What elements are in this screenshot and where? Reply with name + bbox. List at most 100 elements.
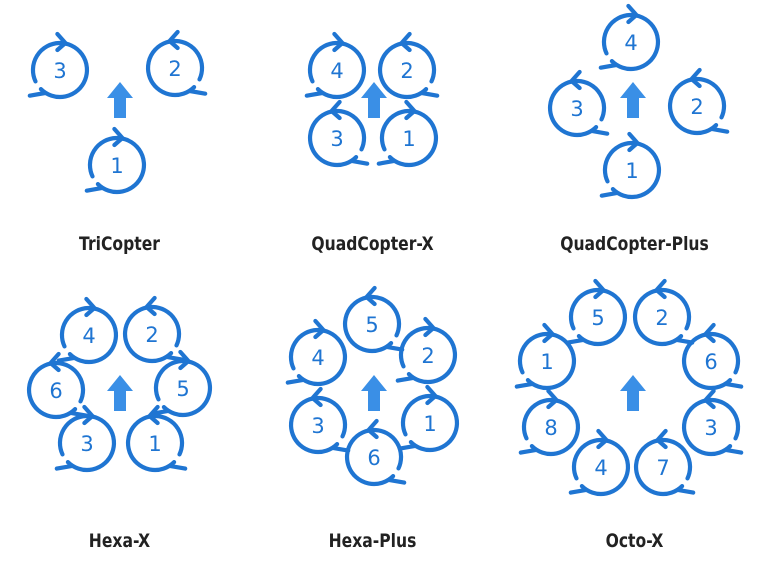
clockwise-arrowhead-icon	[626, 3, 639, 25]
rotor-ring	[288, 327, 348, 387]
clockwise-arrowhead-icon	[425, 384, 438, 406]
motor-octo-x-6: 6	[681, 322, 744, 391]
rotor-ring	[342, 294, 402, 354]
clockwise-arrowhead-icon	[332, 31, 345, 53]
motor-number-label: 2	[145, 323, 158, 347]
clockwise-tail	[565, 337, 586, 345]
counterclockwise-tail	[675, 487, 696, 495]
motor-quadcopter-x-2: 2	[377, 31, 440, 100]
forward-direction-arrow-quadcopter-x	[361, 82, 387, 118]
caption-hexa-plus: Hexa-Plus	[328, 530, 417, 552]
motor-number-label: 2	[655, 306, 668, 330]
clockwise-arrowhead-icon	[82, 404, 95, 426]
rotor-ring	[681, 331, 741, 391]
counterclockwise-tail	[723, 447, 744, 455]
rotor-ring	[288, 395, 348, 455]
caption-octo-x: Octo-X	[605, 530, 664, 552]
counterclockwise-tail	[167, 463, 188, 471]
counterclockwise-arrowhead-icon	[399, 31, 412, 53]
counterclockwise-arrowhead-icon	[569, 69, 582, 91]
motor-number-label: 5	[176, 377, 189, 401]
caption-quadcopter-plus: QuadCopter-Plus	[560, 233, 709, 255]
motor-hexa-plus-1: 1	[397, 384, 460, 453]
motor-octo-x-2: 2	[632, 278, 695, 347]
counterclockwise-arrowhead-icon	[366, 418, 379, 440]
counterclockwise-tail	[349, 158, 370, 166]
clockwise-arrowhead-icon	[84, 296, 97, 318]
motor-number-label: 2	[690, 95, 703, 119]
motor-number-label: 3	[570, 97, 583, 121]
counterclockwise-tail	[723, 381, 744, 389]
rotor-ring	[667, 76, 727, 136]
motor-quadcopter-x-1: 1	[376, 99, 439, 168]
motor-octo-x-5: 5	[565, 278, 628, 347]
motor-number-label: 6	[367, 446, 380, 470]
clockwise-arrowhead-icon	[404, 99, 417, 121]
motor-number-label: 4	[624, 31, 637, 55]
motor-hexa-x-3: 3	[54, 404, 117, 473]
motor-number-label: 2	[400, 59, 413, 83]
rotor-ring	[307, 40, 367, 100]
forward-direction-arrow-tricopter	[107, 82, 133, 118]
clockwise-arrowhead-icon	[542, 322, 555, 344]
rotor-ring	[59, 305, 119, 365]
forward-direction-arrow-hexa-plus	[361, 375, 387, 411]
motor-octo-x-4: 4	[568, 428, 631, 497]
counterclockwise-arrowhead-icon	[703, 322, 716, 344]
clockwise-arrowhead-icon	[423, 316, 436, 338]
forward-direction-arrow-hexa-x	[107, 375, 133, 411]
clockwise-arrowhead-icon	[55, 31, 68, 53]
caption-quadcopter-x: QuadCopter-X	[311, 233, 434, 255]
motor-hexa-plus-4: 4	[285, 318, 348, 387]
motor-quadcopter-plus-2: 2	[667, 67, 730, 136]
rotor-ring	[571, 437, 631, 497]
rotor-ring	[398, 325, 458, 385]
motor-hexa-plus-3: 3	[288, 386, 351, 455]
motor-hexa-x-5: 5	[150, 349, 213, 418]
motor-number-label: 5	[591, 306, 604, 330]
clockwise-arrowhead-icon	[313, 318, 326, 340]
caption-tricopter: TriCopter	[79, 233, 160, 255]
clockwise-arrowhead-icon	[627, 131, 640, 153]
rotor-ring	[125, 413, 185, 473]
motor-quadcopter-x-4: 4	[304, 31, 367, 100]
motor-octo-x-3: 3	[681, 388, 744, 457]
motor-number-label: 2	[421, 344, 434, 368]
rotor-ring	[568, 287, 628, 347]
rotor-ring	[30, 40, 90, 100]
motor-number-label: 7	[656, 456, 669, 480]
motor-quadcopter-x-3: 3	[307, 99, 370, 168]
motor-tricopter-1: 1	[84, 126, 147, 195]
motor-number-label: 2	[168, 57, 181, 81]
motor-number-label: 8	[544, 416, 557, 440]
counterclockwise-arrowhead-icon	[689, 67, 702, 89]
motor-number-label: 1	[423, 412, 436, 436]
clockwise-tail	[568, 487, 589, 495]
counterclockwise-tail	[187, 88, 208, 96]
motor-number-label: 1	[625, 159, 638, 183]
counterclockwise-arrowhead-icon	[310, 386, 323, 408]
clockwise-tail	[599, 190, 620, 198]
rotor-ring	[521, 397, 581, 457]
motor-hexa-x-4: 4	[56, 296, 119, 365]
rotor-ring	[344, 427, 404, 487]
counterclockwise-arrowhead-icon	[703, 388, 716, 410]
clockwise-tail	[376, 158, 397, 166]
counterclockwise-tail	[386, 477, 407, 485]
motor-hexa-plus-6: 6	[344, 418, 407, 487]
motor-number-label: 6	[49, 379, 62, 403]
counterclockwise-tail	[330, 445, 351, 453]
motor-number-label: 4	[330, 59, 343, 83]
rotor-ring	[87, 135, 147, 195]
counterclockwise-arrowhead-icon	[655, 428, 668, 450]
clockwise-tail	[54, 463, 75, 471]
counterclockwise-arrowhead-icon	[48, 351, 61, 373]
rotor-ring	[153, 358, 213, 418]
counterclockwise-arrowhead-icon	[329, 99, 342, 121]
motor-octo-x-8: 8	[518, 388, 581, 457]
clockwise-tail	[598, 62, 619, 70]
